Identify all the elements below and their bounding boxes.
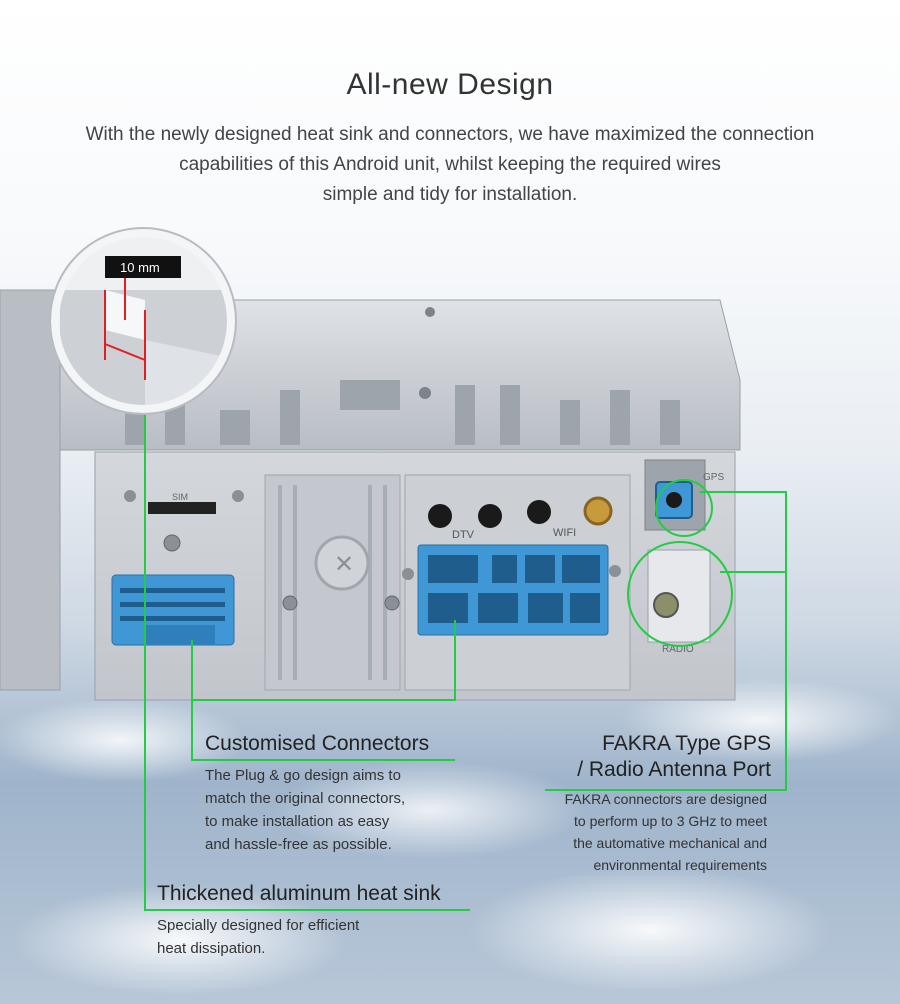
connectors-desc-line: and hassle-free as possible. xyxy=(205,836,392,853)
intro-line: simple and tidy for installation. xyxy=(322,184,578,205)
chassis-slots xyxy=(125,380,680,445)
heatsink-title: Thickened aluminum heat sink xyxy=(157,882,441,905)
screw xyxy=(163,534,181,552)
fakra-desc-line: environmental requirements xyxy=(593,857,767,873)
intro-text: With the newly designed heat sink and co… xyxy=(60,120,840,210)
connectors-desc-line: The Plug & go design aims to xyxy=(205,767,401,784)
svg-text:✕: ✕ xyxy=(334,551,354,578)
measure-tag xyxy=(105,256,181,278)
device-rear-illustration: SIM ✕ DTV WIFI GPS RADIO xyxy=(0,227,787,911)
fakra-desc-line: FAKRA connectors are designed xyxy=(564,791,767,807)
heatsink-desc-line: Specially designed for efficient xyxy=(157,917,360,934)
connectors-title: Customised Connectors xyxy=(205,732,430,755)
chassis-side xyxy=(0,289,61,691)
screw-hole xyxy=(425,307,435,317)
port-hole xyxy=(428,504,452,528)
fakra-title-line: / Radio Antenna Port xyxy=(577,758,771,781)
port-hole xyxy=(527,500,551,524)
screw xyxy=(609,565,621,577)
sim-label: SIM xyxy=(172,492,188,502)
heatsink-desc: Specially designed for efficient heat di… xyxy=(157,914,359,960)
gps-label: GPS xyxy=(703,472,724,483)
radio-highlight-ring xyxy=(627,541,733,647)
port-hole xyxy=(478,504,502,528)
screw xyxy=(124,490,136,502)
intro-line: capabilities of this Android unit, whils… xyxy=(179,154,721,175)
connectors-desc: The Plug & go design aims to match the o… xyxy=(205,764,405,856)
screw-hole xyxy=(419,387,431,399)
heatsink-desc-line: heat dissipation. xyxy=(157,940,266,957)
fakra-title: FAKRA Type GPS / Radio Antenna Port xyxy=(540,731,771,783)
screw xyxy=(402,568,414,580)
fakra-desc-line: to perform up to 3 GHz to meet xyxy=(574,813,767,829)
dtv-label: DTV xyxy=(452,529,475,541)
screw xyxy=(232,490,244,502)
callout-lines xyxy=(144,415,787,911)
radio-antenna-port xyxy=(653,592,679,618)
connectors-desc-line: to make installation as easy xyxy=(205,813,390,830)
measure-label: 10 mm xyxy=(120,260,160,275)
heat-sink-logo xyxy=(314,535,370,591)
fakra-title-line: FAKRA Type GPS xyxy=(602,732,771,755)
fakra-desc-line: the automative mechanical and xyxy=(573,835,767,851)
screw xyxy=(384,595,400,611)
wifi-label: WIFI xyxy=(553,527,576,539)
sim-slot xyxy=(148,502,216,514)
screw xyxy=(282,595,298,611)
connectors-desc-line: match the original connectors, xyxy=(205,790,406,807)
wifi-antenna-port xyxy=(583,496,613,526)
fakra-desc: FAKRA connectors are designed to perform… xyxy=(530,788,767,876)
radio-label: RADIO xyxy=(662,644,694,655)
intro-line: With the newly designed heat sink and co… xyxy=(85,124,815,145)
page-title: All-new Design xyxy=(346,68,554,101)
gps-highlight-ring xyxy=(655,479,713,537)
